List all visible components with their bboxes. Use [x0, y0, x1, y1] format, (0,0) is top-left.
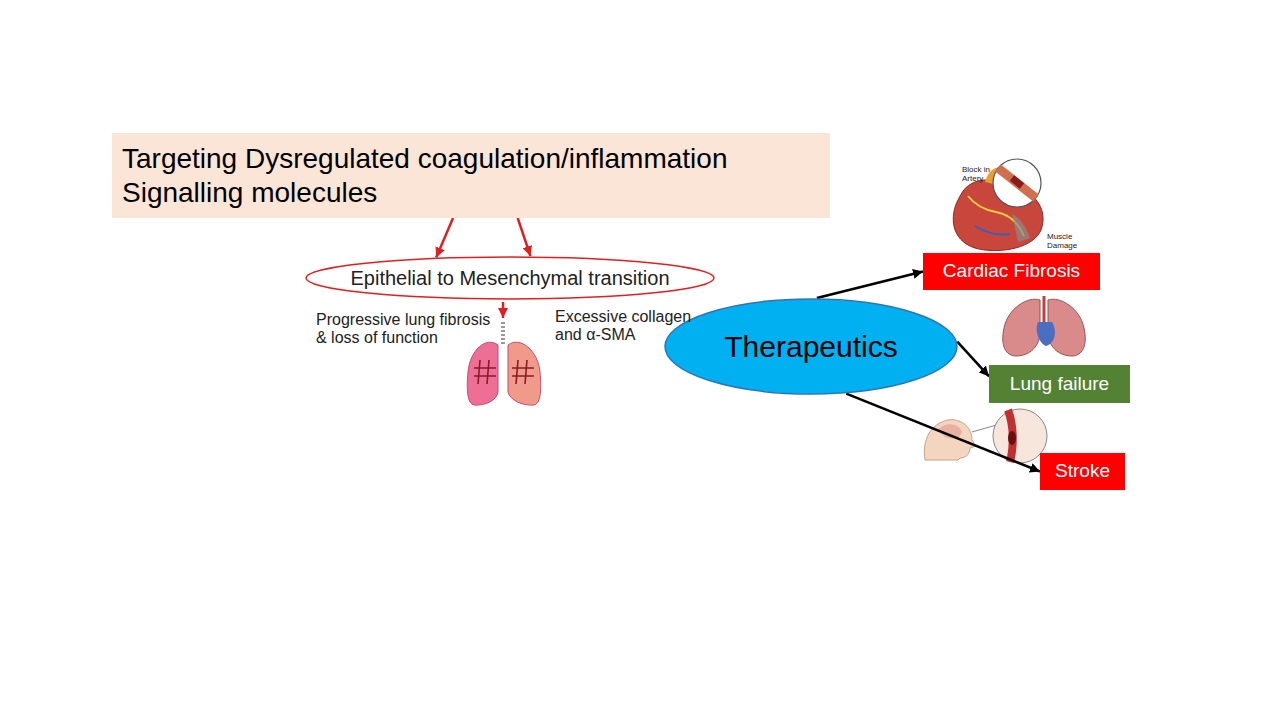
fibrotic-lung-illustration: [508, 342, 541, 405]
process-ellipse: Epithelial to Mesenchymal transition: [305, 256, 715, 300]
lungs-illustration: [1043, 296, 1046, 322]
outcome-box: Stroke: [1040, 453, 1125, 490]
fibrotic-lung-illustration: [474, 360, 496, 384]
fibrotic-lung-illustration: [467, 342, 498, 405]
heart-illustration: [1012, 214, 1030, 242]
node-text: Targeting Dysregulated coagulation/infla…: [122, 142, 820, 209]
heart-illustration: [993, 159, 1041, 207]
annotation-text: Progressive lung fibrosis & loss of func…: [316, 311, 498, 348]
illustration-label: Muscle Damage: [1047, 232, 1083, 250]
annotation-text: Excessive collagen and α-SMA: [555, 308, 705, 345]
ellipse-shape: [665, 299, 957, 394]
connector-arrow: [817, 272, 923, 299]
connector-arrow: [957, 342, 989, 377]
lungs-illustration: [1037, 322, 1055, 346]
heart-illustration: [953, 159, 1043, 251]
node-text: Cardiac Fibrosis: [943, 260, 1080, 283]
therapeutics-ellipse: Therapeutics: [664, 298, 958, 395]
lungs-illustration: [996, 290, 1092, 360]
fibrotic-lung-illustration: [502, 302, 505, 318]
connector-arrow: [846, 394, 1040, 472]
outcome-box: Cardiac Fibrosis: [923, 253, 1100, 290]
node-text: Stroke: [1055, 460, 1110, 483]
node-text: Epithelial to Mesenchymal transition: [350, 266, 669, 290]
fibrotic-lung-illustration: [474, 360, 534, 384]
target-band: Targeting Dysregulated coagulation/infla…: [112, 133, 830, 218]
connector-arrow: [518, 218, 531, 256]
stroke-illustration: [924, 420, 976, 460]
fibrotic-lung-illustration: [512, 360, 534, 384]
heart-illustration: [975, 226, 1010, 235]
connector-arrow: [436, 218, 453, 257]
outcome-box: Lung failure: [989, 365, 1130, 403]
illustration-label: Block in Artery: [962, 165, 992, 183]
ellipse-shape: [306, 257, 714, 299]
node-text: Therapeutics: [724, 329, 897, 365]
heart-illustration: [998, 168, 1036, 198]
stroke-illustration: [1008, 431, 1016, 445]
node-text: Lung failure: [1010, 373, 1109, 396]
heart-illustration: [1012, 178, 1022, 186]
stroke-illustration: [924, 409, 1047, 463]
lungs-illustration: [996, 290, 1092, 360]
fibrotic-lung-illustration: [501, 322, 505, 345]
lungs-illustration: [1003, 299, 1040, 356]
